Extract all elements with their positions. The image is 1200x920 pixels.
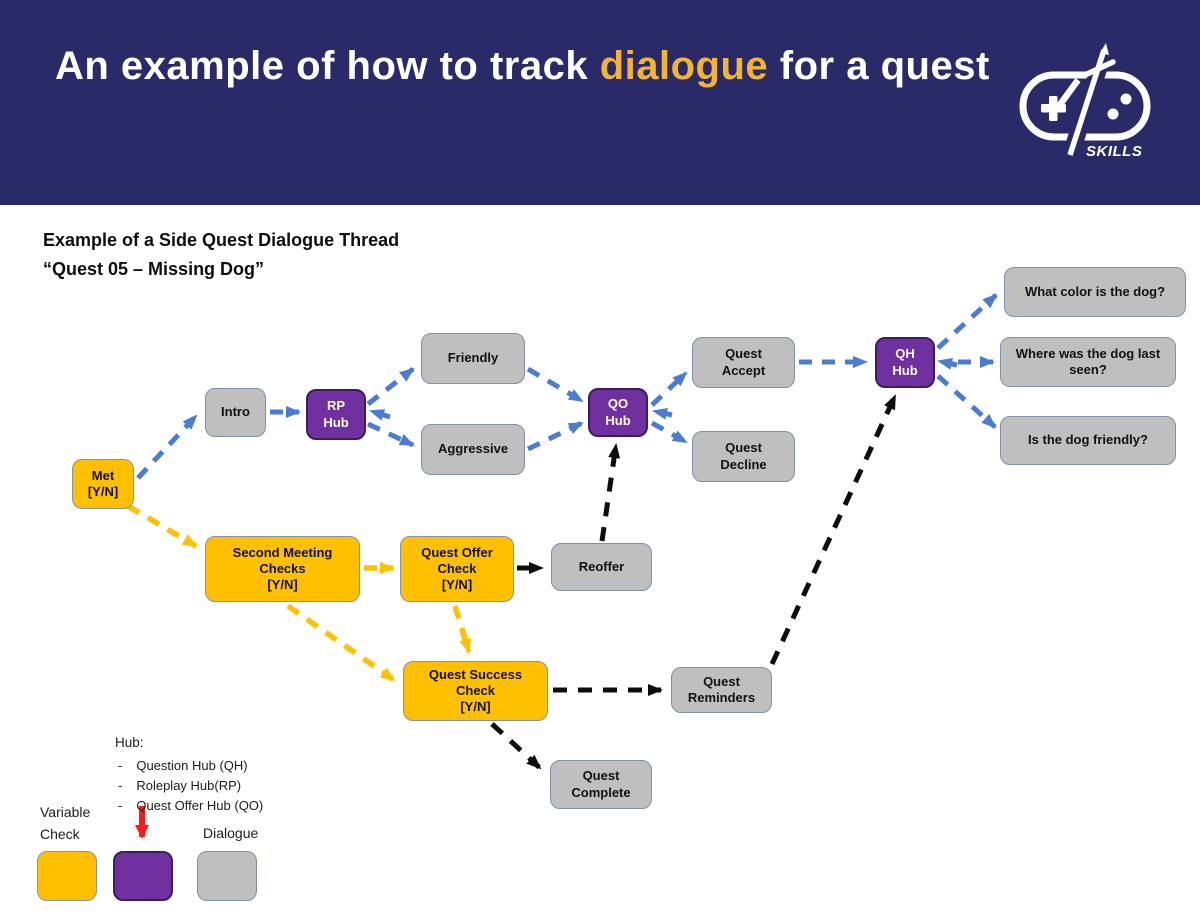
legend-hub-item: - Quest Offer Hub (QO) xyxy=(115,796,263,816)
legend-hub-item: - Roleplay Hub(RP) xyxy=(115,776,263,796)
node-question-seen: Where was the dog last seen? xyxy=(1000,337,1176,387)
sword-tip-icon xyxy=(1100,43,1109,55)
arrow-aggressive-qohub xyxy=(526,420,584,452)
title-text-after: for a quest xyxy=(768,44,990,88)
dpad-vertical-icon xyxy=(1049,96,1058,121)
arrow-reoffer-qohub xyxy=(599,443,621,542)
logo-skills-text: SKILLS xyxy=(1086,143,1142,160)
diagram-title-line1: Example of a Side Quest Dialogue Thread xyxy=(43,230,400,250)
node-quest-decline: Quest Decline xyxy=(692,431,795,482)
arrow-secondmeeting-questsuccess xyxy=(286,603,396,683)
bullet-dash: - xyxy=(118,798,123,814)
node-quest-offer-check: Quest Offer Check [Y/N] xyxy=(400,536,514,602)
arrow-questsuccess-complete xyxy=(490,722,542,770)
node-quest-reminders: Quest Reminders xyxy=(671,667,772,713)
node-quest-complete: Quest Complete xyxy=(550,760,652,809)
legend-hub-list: Hub: - Question Hub (QH) - Roleplay Hub(… xyxy=(115,733,263,816)
arrow-qhhub-question1 xyxy=(936,293,998,350)
node-met: Met [Y/N] xyxy=(72,459,134,509)
arrow-return-qhhub xyxy=(937,357,958,370)
title-text-highlight: dialogue xyxy=(599,44,769,88)
arrow-qohub-accept xyxy=(650,371,688,407)
title-text-before: An example of how to track xyxy=(55,44,600,88)
g-diagonal-stroke xyxy=(1056,78,1081,108)
node-second-meeting-checks: Second Meeting Checks [Y/N] xyxy=(205,536,360,602)
arrow-qohub-decline xyxy=(650,420,688,445)
diagram-title-line2: “Quest 05 – Missing Dog” xyxy=(43,259,265,280)
slide-title: An example of how to track dialogue for … xyxy=(55,38,1005,94)
legend-dialogue-swatch xyxy=(197,851,257,901)
arrow-friendly-qohub xyxy=(526,366,584,404)
arrow-rphub-aggressive xyxy=(366,421,415,448)
gd-skills-logo: SKILLS xyxy=(1019,43,1151,163)
arrow-questoffer-questsuccess xyxy=(452,605,472,654)
arrow-qhhub-question3 xyxy=(936,374,997,429)
node-quest-accept: Quest Accept xyxy=(692,337,795,388)
node-quest-success-check: Quest Success Check [Y/N] xyxy=(403,661,548,721)
header-banner: An example of how to track dialogue for … xyxy=(0,0,1200,205)
node-reoffer: Reoffer xyxy=(551,543,652,591)
button-dot-icon xyxy=(1120,93,1132,105)
node-friendly: Friendly xyxy=(421,333,525,384)
arrow-met-intro xyxy=(136,414,198,480)
sword-crossguard-icon xyxy=(1082,59,1116,78)
node-qh-hub: QH Hub xyxy=(875,337,935,388)
bullet-dash: - xyxy=(118,757,123,773)
legend-hub-swatch xyxy=(113,851,173,901)
node-rp-hub: RP Hub xyxy=(306,389,366,440)
button-dot-icon xyxy=(1107,108,1119,120)
bullet-dash: - xyxy=(118,778,123,794)
node-question-color: What color is the dog? xyxy=(1004,267,1186,317)
legend-hub-item: - Question Hub (QH) xyxy=(115,756,263,776)
diagram-title: Example of a Side Quest Dialogue Thread … xyxy=(43,226,399,284)
legend-variable-check-label: Variable Check xyxy=(40,804,91,842)
arrow-return-qohub xyxy=(652,407,673,420)
legend-hub-title: Hub: xyxy=(115,735,144,750)
node-question-friendly: Is the dog friendly? xyxy=(1000,416,1176,465)
node-qo-hub: QO Hub xyxy=(588,388,648,437)
arrow-met-secondmeeting xyxy=(126,503,198,549)
arrow-rphub-friendly xyxy=(366,367,415,406)
arrow-return-rphub xyxy=(369,408,391,421)
legend-variable-swatch xyxy=(37,851,97,901)
legend-dialogue-label: Dialogue xyxy=(203,825,259,841)
node-aggressive: Aggressive xyxy=(421,424,525,475)
node-intro: Intro xyxy=(205,388,266,437)
